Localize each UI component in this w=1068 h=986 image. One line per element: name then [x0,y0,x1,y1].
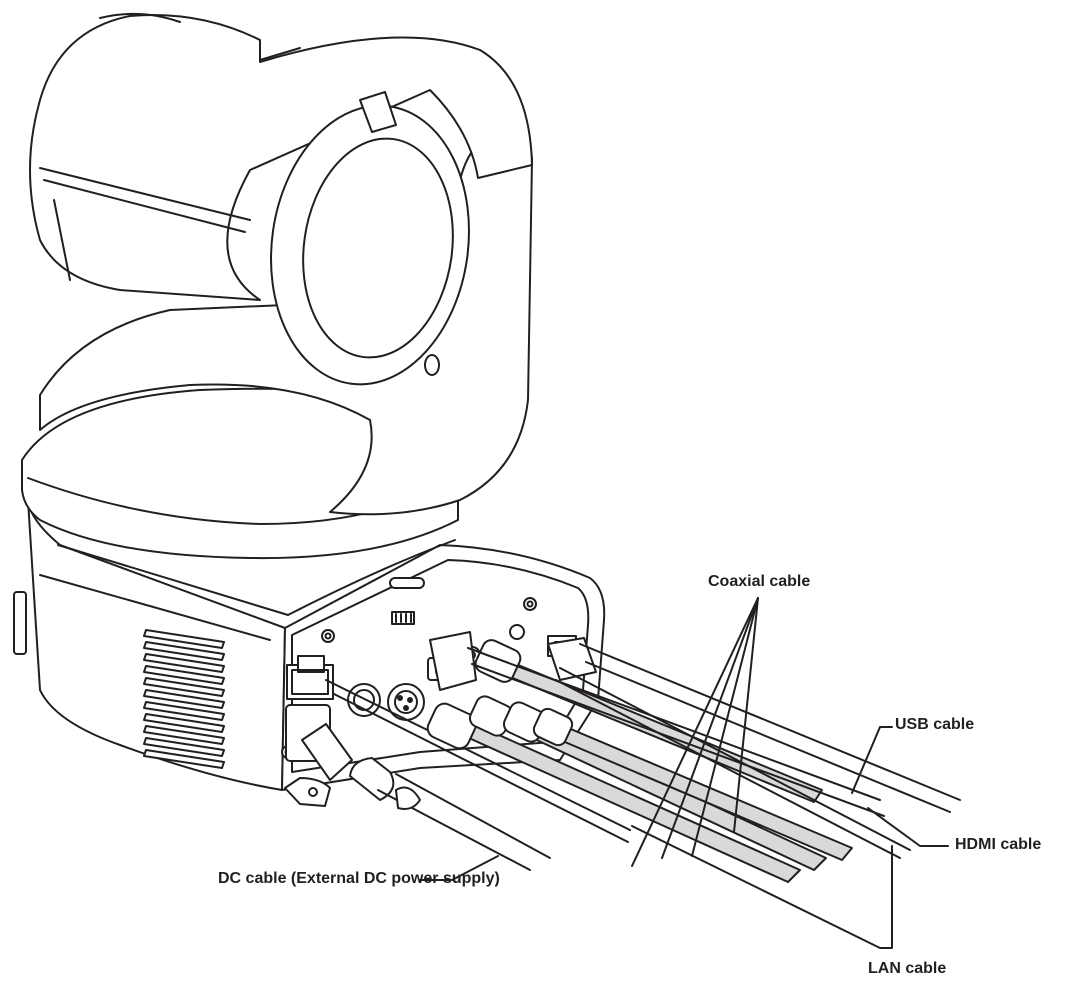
vent-slat [143,641,225,661]
lan-connector [286,655,334,700]
cables [301,631,961,883]
dc-callout [419,855,499,881]
lens-tab [359,91,397,133]
dc-cable [301,723,551,871]
base-top-lip [57,539,456,616]
side-tab [13,591,27,655]
vent-slat [143,701,225,721]
usb-cable [547,637,961,859]
vent-slat [143,677,225,697]
vent-slat [143,665,225,685]
coaxial-cables [426,639,853,883]
tilt-indicator [424,354,440,376]
hdmi-callout [867,807,949,847]
lan-callout [631,825,893,949]
dip-switch [391,611,415,625]
vent-slat [143,725,225,745]
vent-slat [143,629,225,649]
vent-slat [143,653,225,673]
vent-slat [143,713,225,733]
hdmi-cable-label: HDMI cable [955,836,1042,853]
top-slot [389,577,425,589]
bnc-plugs [426,639,574,750]
mount-bracket [284,777,331,807]
coaxial-callout-4 [733,597,759,833]
lens-glass [302,137,454,359]
camera-head [21,12,533,560]
vent-slat [143,689,225,709]
coaxial-cable-label: Coaxial cable [708,573,811,590]
callout-lines [419,597,949,949]
usb-callout [851,726,893,794]
coaxial-callout-1 [631,597,759,867]
vent-slat [143,749,225,769]
coax-cable-1 [459,721,801,883]
usb-cable-label: USB cable [895,716,975,733]
top-arm [99,12,181,23]
vent-slat [143,737,225,757]
coaxial-callout-2 [661,597,759,859]
lens-barrel [29,14,533,301]
hdmi-cable [429,631,885,817]
lan-cable-label: LAN cable [868,960,947,977]
dc-cable-label: DC cable (External DC power supply) [218,870,500,887]
lan-cable [325,679,631,843]
coaxial-callout-3 [691,597,759,857]
vent-grille [143,629,225,769]
